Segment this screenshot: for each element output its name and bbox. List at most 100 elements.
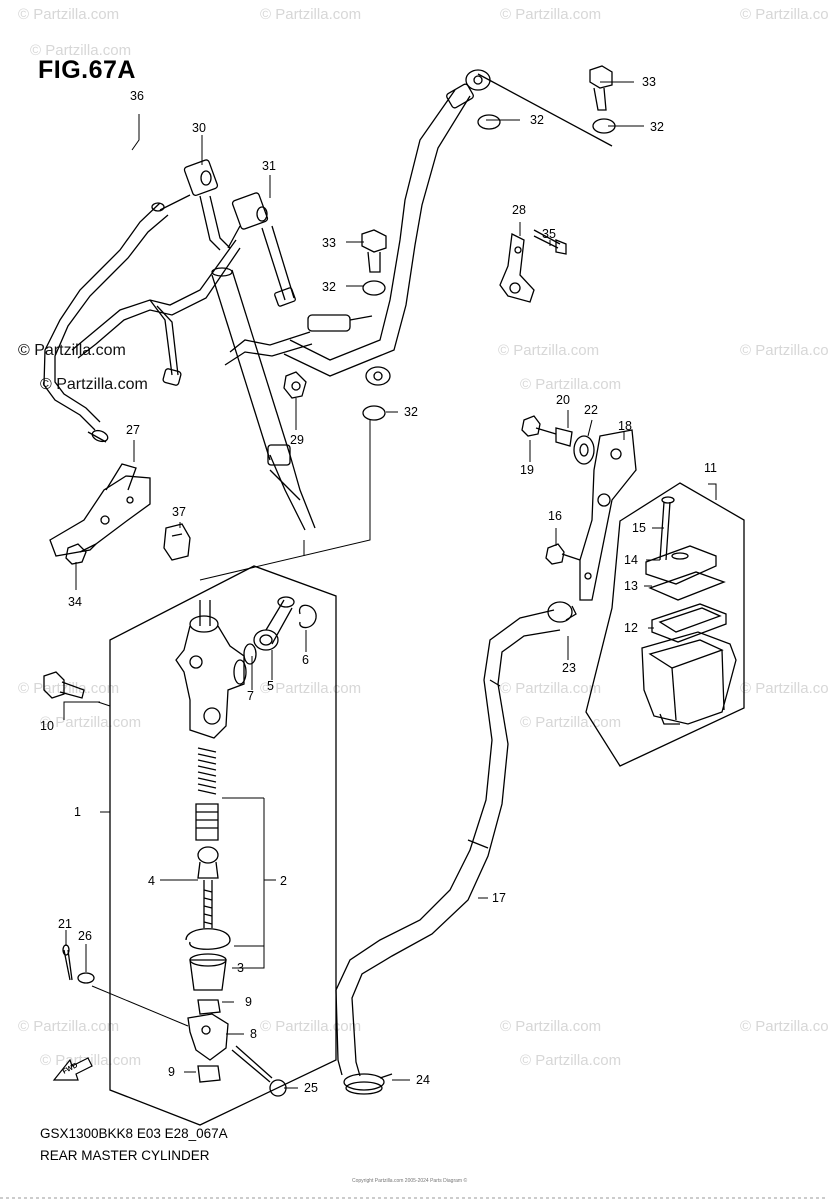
- callout-2: 2: [280, 874, 287, 888]
- diaphragm-12: [651, 603, 727, 643]
- union-bolt-33-upper: [589, 65, 613, 111]
- master-cylinder-assembly-box: [109, 565, 337, 1126]
- plate-13: [648, 571, 726, 601]
- callout-1: 1: [74, 805, 81, 819]
- watermark: © Partzilla.com: [498, 342, 600, 359]
- callout-3: 3: [237, 961, 244, 975]
- callout-32: 32: [322, 280, 336, 294]
- callout-4: 4: [148, 874, 155, 888]
- callout-18: 18: [618, 419, 632, 433]
- callout-6: 6: [302, 653, 309, 667]
- washer-32-c: [362, 280, 386, 296]
- callout-26: 26: [78, 929, 92, 943]
- watermark: © Partzilla.com: [30, 42, 132, 59]
- circlip: [185, 928, 231, 950]
- callout-23: 23: [562, 661, 576, 675]
- leader-bracket: [477, 73, 613, 147]
- callout-34: 34: [68, 595, 82, 609]
- watermark: © Partzilla.com: [740, 680, 828, 697]
- pin-25: [231, 1045, 287, 1097]
- reservoir-hose-17: [335, 609, 561, 1077]
- clamp-23: [547, 601, 577, 623]
- callout-36: 36: [130, 89, 144, 103]
- bottom-border: [0, 1197, 828, 1199]
- screw-15: [659, 496, 675, 561]
- watermark: © Partzilla.com: [18, 680, 120, 697]
- callout-12: 12: [624, 621, 638, 635]
- reservoir-body: [641, 631, 737, 725]
- clip-6: [298, 604, 317, 629]
- cap-14: [645, 545, 717, 585]
- callout-30: 30: [192, 121, 206, 135]
- callout-32: 32: [530, 113, 544, 127]
- copyright-note: Copyright Partzilla.com 2005-2024 Parts …: [352, 1178, 468, 1184]
- bracket-28: [499, 233, 535, 303]
- callout-20: 20: [556, 393, 570, 407]
- callout-9: 9: [168, 1065, 175, 1079]
- callout-5: 5: [267, 679, 274, 693]
- washer-32-a: [477, 114, 501, 130]
- watermark: © Partzilla.com: [500, 1018, 602, 1035]
- leader-lines: [63, 81, 717, 1089]
- watermark: © Partzilla.com: [260, 6, 362, 23]
- watermark: © Partzilla.com: [740, 342, 828, 359]
- boot-3: [189, 953, 227, 991]
- callout-21: 21: [58, 917, 72, 931]
- bracket-18: [579, 429, 637, 601]
- spring: [197, 747, 217, 795]
- watermark: © Partzilla.com: [520, 376, 622, 393]
- master-cylinder-body: [175, 600, 247, 739]
- callout-14: 14: [624, 553, 638, 567]
- watermark: © Partzilla.com: [740, 6, 828, 23]
- clevis-8: [187, 1013, 229, 1061]
- reservoir-assembly-box: [585, 482, 745, 767]
- callout-17: 17: [492, 891, 506, 905]
- bolt-34: [65, 543, 97, 565]
- figure-title: FIG.67A: [38, 56, 136, 84]
- callout-27: 27: [126, 423, 140, 437]
- piston-2: [195, 803, 219, 841]
- callout-25: 25: [304, 1081, 318, 1095]
- callout-33: 33: [642, 75, 656, 89]
- watermark: © Partzilla.com: [740, 1018, 828, 1035]
- washer-32-d: [362, 405, 386, 421]
- callout-24: 24: [416, 1073, 430, 1087]
- brake-pipe: [211, 267, 316, 531]
- callout-19: 19: [520, 463, 534, 477]
- brake-hose-upper: [283, 69, 491, 386]
- nut-9-lower: [197, 1065, 221, 1083]
- callout-10: 10: [40, 719, 54, 733]
- callout-13: 13: [624, 579, 638, 593]
- cotter-pin-21: [62, 944, 73, 981]
- bolt-16: [545, 543, 581, 565]
- callout-8: 8: [250, 1027, 257, 1041]
- diagram-subtitle: REAR MASTER CYLINDER: [40, 1148, 210, 1163]
- callout-labels: 1 2 3 4 5 6 7 8 9 9 10 11 12 13 14 15 16…: [40, 75, 717, 1095]
- brake-hose-31: [71, 192, 296, 386]
- callout-9: 9: [245, 995, 252, 1009]
- callout-29: 29: [290, 433, 304, 447]
- bolt-19: [521, 415, 557, 437]
- washer-26: [77, 972, 95, 984]
- callout-33: 33: [322, 236, 336, 250]
- callout-11: 11: [704, 461, 717, 475]
- bolt-35: [533, 229, 567, 255]
- callout-31: 31: [262, 159, 276, 173]
- clamp-29: [283, 371, 307, 399]
- union-bolt-33-mid: [361, 229, 387, 273]
- pushrod-4: [197, 846, 219, 928]
- hose-fitting-5: [253, 596, 295, 651]
- callout-32: 32: [404, 405, 418, 419]
- bracket-27: [49, 463, 151, 557]
- callout-7: 7: [247, 689, 254, 703]
- watermark: © Partzilla.com: [40, 714, 142, 731]
- callout-37: 37: [172, 505, 186, 519]
- callout-28: 28: [512, 203, 526, 217]
- watermark: © Partzilla.com: [40, 1052, 142, 1069]
- callout-32: 32: [650, 120, 664, 134]
- callout-15: 15: [632, 521, 646, 535]
- watermark-dark: © Partzilla.com: [40, 376, 148, 393]
- watermark: © Partzilla.com: [500, 680, 602, 697]
